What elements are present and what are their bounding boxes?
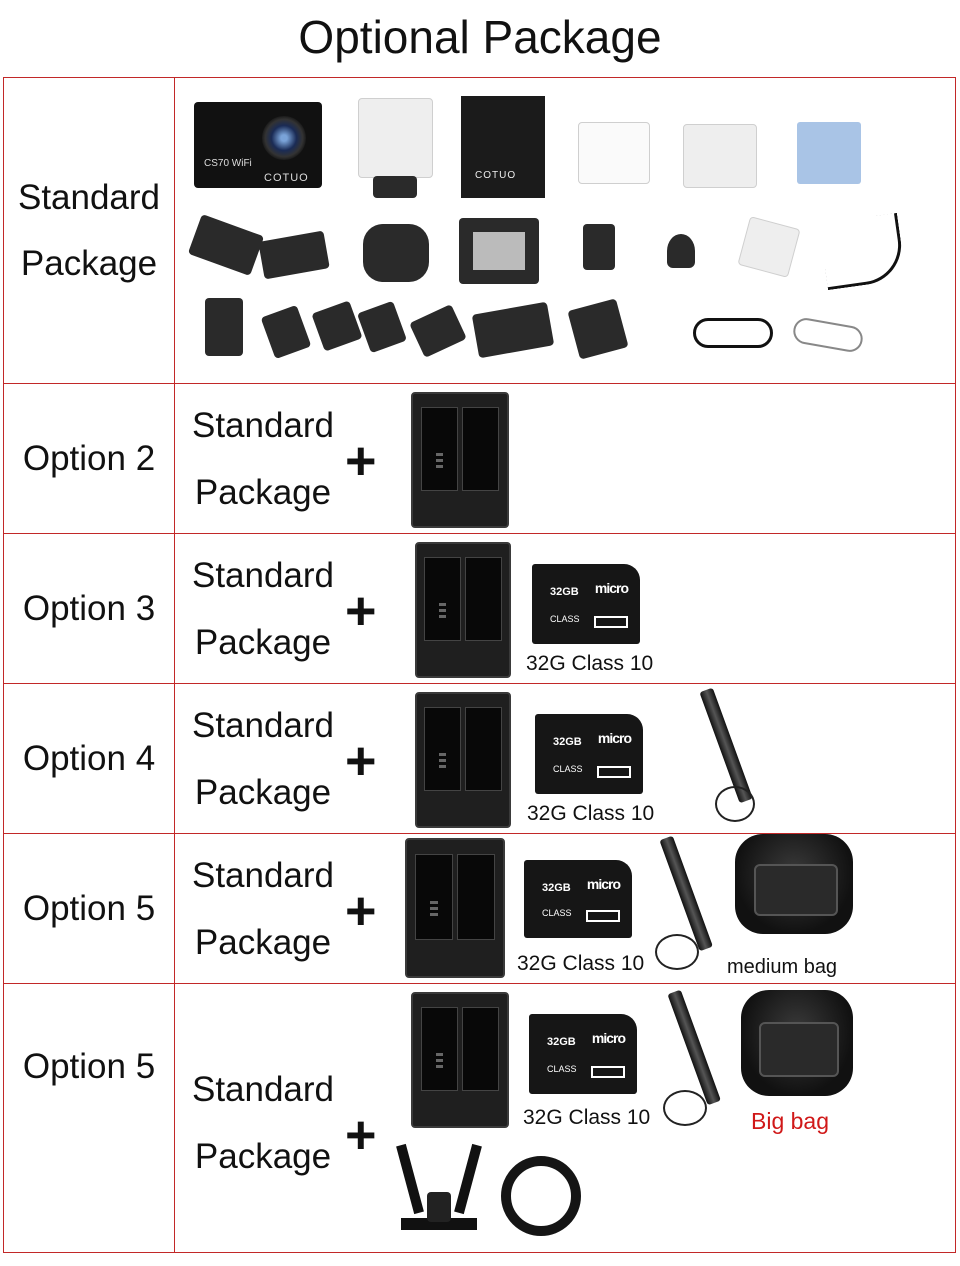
bag-caption: Big bag [751, 1108, 830, 1134]
plus-icon: + [345, 1105, 377, 1165]
dual-battery-charger-image [411, 992, 509, 1128]
standard-line2: Package [194, 623, 332, 662]
selfie-stick-image [645, 835, 725, 978]
row-option-2: Option 2 Standard Package + [4, 384, 955, 534]
standard-package-items: CS70 WiFi COTUO COTUO [175, 78, 955, 383]
extension-arm-3-image [356, 300, 408, 354]
row-option-5-medium: Option 5 Standard Package + 32GB micro C… [4, 834, 955, 984]
housing-mount-image [373, 176, 417, 198]
waterproof-housing-image [358, 98, 433, 178]
extension-arm-2-image [311, 300, 363, 352]
box-brand-text: COTUO [475, 170, 517, 181]
adhesive-tape-image [737, 216, 801, 278]
curved-mount-image [258, 230, 330, 280]
plus-icon: + [345, 881, 377, 941]
row-label: Option 4 [4, 684, 175, 833]
row-label-line1: Standard [17, 177, 161, 217]
plus-icon: + [345, 731, 377, 791]
selfie-stick-image [653, 989, 733, 1132]
standard-line1: Standard [191, 556, 335, 595]
medium-bag-image [735, 834, 853, 934]
standard-line2: Package [194, 923, 332, 962]
microsd-card-image: 32GB micro CLASS [532, 564, 640, 644]
dual-battery-charger-image [415, 542, 511, 678]
standard-line1: Standard [191, 856, 335, 895]
row-label-line2: Package [20, 243, 158, 283]
tether-image [791, 316, 865, 354]
standard-line2: Package [194, 1137, 332, 1176]
microsd-card-image: 32GB micro CLASS [535, 714, 643, 794]
standard-package-text: Standard Package [183, 692, 343, 826]
product-box-image: COTUO [461, 96, 545, 198]
screw-adapter-image [667, 234, 695, 268]
sdcard-caption: 32G Class 10 [517, 952, 645, 975]
standard-package-text: Standard Package [183, 392, 343, 526]
standard-package-text: Standard Package [183, 1056, 343, 1190]
standard-package-text: Standard Package [183, 542, 343, 676]
standard-line1: Standard [191, 706, 335, 745]
handlebar-mount-image [363, 224, 429, 282]
sdcard-caption: 32G Class 10 [523, 1106, 651, 1129]
dual-battery-charger-image [415, 692, 511, 828]
plus-icon: + [345, 431, 377, 491]
tripod-adapter-image [583, 224, 615, 270]
big-bag-image [741, 990, 853, 1096]
bag-caption: medium bag [727, 956, 838, 978]
head-strap-image [501, 1156, 581, 1236]
j-hook-mount-image [205, 298, 243, 356]
frame-window [473, 232, 525, 270]
row-standard-package: Standard Package CS70 WiFi COTUO COTUO [4, 78, 955, 384]
microsd-card-image: 32GB micro CLASS [529, 1014, 637, 1094]
row-label: Option 3 [4, 534, 175, 683]
camera-model-text: CS70 WiFi [204, 158, 252, 169]
sdcard-caption: 32G Class 10 [527, 802, 655, 825]
plus-icon: + [345, 581, 377, 641]
backpack-clip-image [567, 298, 629, 360]
row-option-3: Option 3 Standard Package + 32GB micro C… [4, 534, 955, 684]
package-table: Standard Package CS70 WiFi COTUO COTUO [3, 77, 956, 1253]
row-option-5-big: Option 5 Standard Package + 32GB micro C… [4, 984, 955, 1252]
flat-mount-image [187, 213, 265, 277]
standard-line1: Standard [191, 406, 335, 445]
usb-cable-image [693, 318, 773, 348]
chest-harness-image [396, 1143, 482, 1246]
row-label: Option 2 [4, 384, 175, 533]
selfie-stick-image [685, 687, 765, 830]
dual-battery-charger-image [405, 838, 505, 978]
page-title: Optional Package [298, 11, 662, 63]
action-camera-image: CS70 WiFi COTUO [194, 102, 322, 188]
extension-arm-1-image [260, 304, 312, 360]
row-label: Standard Package [4, 78, 175, 383]
cleaning-cloth-image [797, 122, 861, 184]
camera-frame-image [459, 218, 539, 284]
standard-package-text: Standard Package [183, 842, 343, 976]
row-label: Option 5 [4, 984, 175, 1252]
camera-brand-text: COTUO [264, 172, 309, 184]
back-door-image [683, 124, 757, 188]
row-label: Option 5 [4, 834, 175, 983]
sdcard-caption: 32G Class 10 [526, 652, 654, 675]
user-manual-image [578, 122, 650, 184]
cable-ties-image [818, 212, 907, 291]
standard-line1: Standard [191, 1070, 335, 1109]
row-option-4: Option 4 Standard Package + 32GB micro C… [4, 684, 955, 834]
camera-lens-icon [262, 116, 306, 160]
standard-line2: Package [194, 773, 332, 812]
strap-1-image [409, 304, 467, 358]
standard-line2: Package [194, 473, 332, 512]
dual-battery-charger-image [411, 392, 509, 528]
microsd-card-image: 32GB micro CLASS [524, 860, 632, 938]
strap-2-image [471, 301, 555, 359]
